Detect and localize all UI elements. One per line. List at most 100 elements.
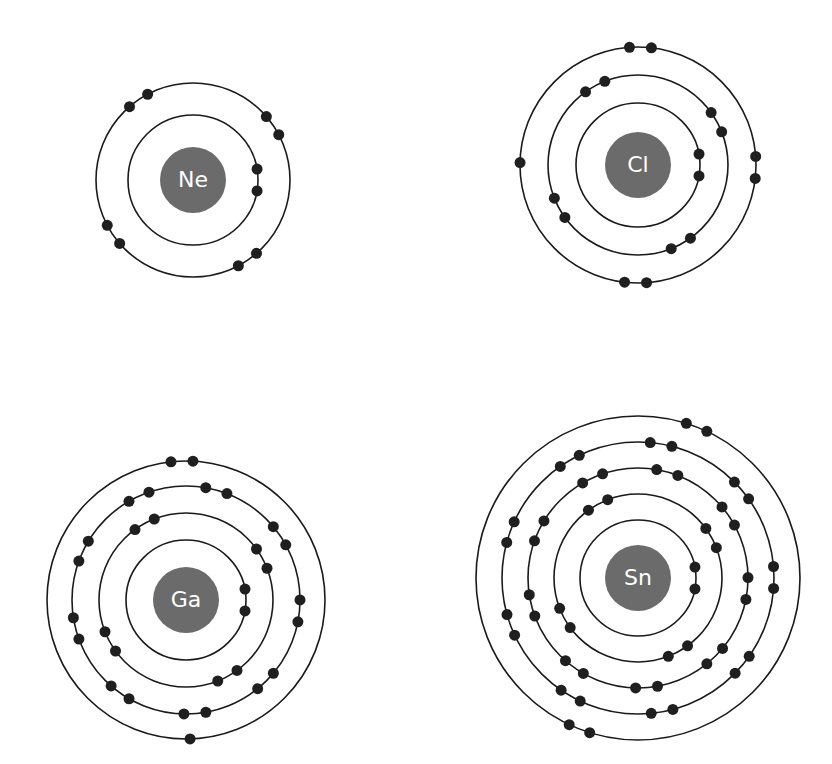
electron bbox=[667, 704, 678, 715]
electron bbox=[261, 563, 272, 574]
electron bbox=[577, 477, 588, 488]
electron bbox=[549, 193, 560, 204]
electron bbox=[509, 516, 520, 527]
electron bbox=[143, 487, 154, 498]
electron-shell bbox=[96, 83, 290, 277]
electron bbox=[663, 651, 674, 662]
electron bbox=[524, 589, 535, 600]
electron bbox=[73, 556, 84, 567]
electron bbox=[515, 157, 526, 168]
electron bbox=[700, 523, 711, 534]
electron-shell bbox=[554, 494, 722, 662]
electron bbox=[556, 685, 567, 696]
electron bbox=[743, 493, 754, 504]
electron bbox=[509, 630, 520, 641]
electron-shell bbox=[528, 468, 748, 688]
electron bbox=[68, 612, 79, 623]
electron bbox=[555, 461, 566, 472]
electron bbox=[574, 450, 585, 461]
electron bbox=[624, 42, 635, 53]
electron bbox=[744, 651, 755, 662]
electron bbox=[251, 248, 262, 259]
electron bbox=[652, 681, 663, 692]
electron bbox=[740, 594, 751, 605]
electron bbox=[538, 515, 549, 526]
electron bbox=[750, 173, 761, 184]
electron bbox=[185, 733, 196, 744]
electron-shell bbox=[580, 520, 696, 636]
electron bbox=[233, 260, 244, 271]
electron bbox=[564, 719, 575, 730]
electron bbox=[685, 233, 696, 244]
electron bbox=[630, 682, 641, 693]
electron bbox=[706, 107, 717, 118]
nucleus: Sn bbox=[605, 545, 671, 611]
electron bbox=[560, 655, 571, 666]
electron bbox=[565, 622, 576, 633]
electron-shell bbox=[548, 75, 728, 255]
electron bbox=[110, 646, 121, 657]
electron bbox=[742, 572, 753, 583]
electron-shell bbox=[476, 416, 800, 740]
electron bbox=[142, 89, 153, 100]
electron bbox=[165, 456, 176, 467]
electron bbox=[717, 643, 728, 654]
electron bbox=[701, 426, 712, 437]
electron bbox=[672, 470, 683, 481]
electron bbox=[124, 693, 135, 704]
electron bbox=[619, 277, 630, 288]
electron bbox=[694, 170, 705, 181]
electron bbox=[102, 220, 113, 231]
element-symbol: Ne bbox=[178, 169, 208, 191]
electron bbox=[559, 212, 570, 223]
electron bbox=[583, 505, 594, 516]
electron bbox=[501, 609, 512, 620]
electron bbox=[100, 626, 111, 637]
electron bbox=[717, 501, 728, 512]
electron bbox=[200, 482, 211, 493]
electron bbox=[646, 42, 657, 53]
electron bbox=[280, 539, 291, 550]
electron bbox=[212, 675, 223, 686]
electron-shell bbox=[72, 486, 300, 714]
electron bbox=[200, 707, 211, 718]
electron bbox=[178, 708, 189, 719]
electron bbox=[129, 524, 140, 535]
electron bbox=[114, 238, 125, 249]
electron bbox=[83, 536, 94, 547]
electron bbox=[750, 151, 761, 162]
electron bbox=[716, 126, 727, 137]
electron bbox=[730, 668, 741, 679]
electron bbox=[268, 521, 279, 532]
electron bbox=[261, 111, 272, 122]
electron-shell bbox=[126, 540, 246, 660]
nucleus: Cl bbox=[605, 132, 671, 198]
electron bbox=[295, 594, 306, 605]
electron bbox=[273, 129, 284, 140]
electron bbox=[599, 76, 610, 87]
electron bbox=[701, 658, 712, 669]
electron bbox=[666, 441, 677, 452]
electron bbox=[252, 164, 263, 175]
electron-shell bbox=[576, 103, 700, 227]
electron bbox=[554, 603, 565, 614]
electron bbox=[187, 456, 198, 467]
electron-shell bbox=[502, 442, 774, 714]
electron bbox=[666, 243, 677, 254]
nucleus: Ne bbox=[160, 147, 226, 213]
element-symbol: Sn bbox=[624, 567, 652, 589]
electron bbox=[689, 562, 700, 573]
electron bbox=[252, 683, 263, 694]
electron bbox=[239, 584, 250, 595]
electron bbox=[597, 468, 608, 479]
element-symbol: Ga bbox=[171, 589, 202, 611]
electron-shell bbox=[520, 47, 756, 283]
electron bbox=[149, 514, 160, 525]
electron bbox=[584, 727, 595, 738]
electron bbox=[123, 496, 134, 507]
electron-shell bbox=[128, 115, 258, 245]
element-symbol: Cl bbox=[627, 154, 648, 176]
electron bbox=[232, 665, 243, 676]
nucleus: Ga bbox=[153, 567, 219, 633]
